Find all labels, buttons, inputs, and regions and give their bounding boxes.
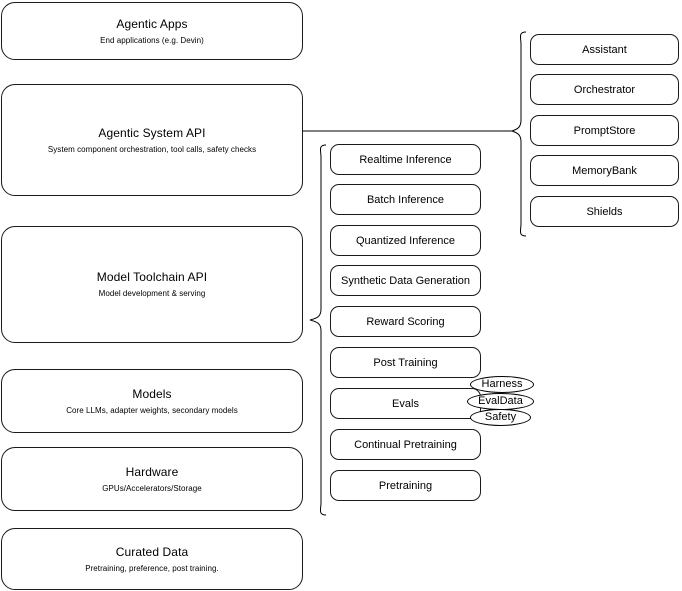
toolchain-component-post-training[interactable]: Post Training [330, 347, 481, 378]
layer-card-hardware[interactable]: Hardware GPUs/Accelerators/Storage [1, 447, 303, 511]
chip-label: Quantized Inference [355, 234, 456, 247]
toolchain-component-reward-scoring[interactable]: Reward Scoring [330, 306, 481, 337]
tag-label: Safety [484, 411, 517, 423]
system-component-memorybank[interactable]: MemoryBank [530, 155, 679, 186]
layer-subtitle: Model development & serving [98, 289, 206, 298]
chip-label: MemoryBank [572, 164, 637, 177]
layer-title: Curated Data [115, 544, 189, 559]
toolchain-component-quantized-inference[interactable]: Quantized Inference [330, 225, 481, 256]
layer-card-curated-data[interactable]: Curated Data Pretraining, preference, po… [1, 528, 303, 590]
toolchain-component-pretraining[interactable]: Pretraining [330, 470, 481, 501]
tag-label: EvalData [478, 395, 523, 407]
layer-title: Agentic System API [98, 125, 206, 140]
chip-label: Post Training [373, 356, 438, 369]
eval-tag-harness[interactable]: Harness [470, 376, 534, 393]
toolchain-brace [309, 144, 327, 516]
eval-tag-safety[interactable]: Safety [470, 409, 531, 426]
layer-title: Model Toolchain API [96, 270, 208, 284]
layer-card-model-toolchain-api[interactable]: Model Toolchain API Model development & … [1, 226, 303, 343]
layer-subtitle: System component orchestration, tool cal… [47, 144, 257, 154]
chip-label: Reward Scoring [366, 315, 445, 328]
layer-card-agentic-apps[interactable]: Agentic Apps End applications (e.g. Devi… [1, 2, 303, 60]
layer-card-agentic-system-api[interactable]: Agentic System API System component orch… [1, 84, 303, 196]
eval-tag-evaldata[interactable]: EvalData [467, 393, 534, 410]
chip-label: Orchestrator [573, 83, 636, 96]
system-component-orchestrator[interactable]: Orchestrator [530, 74, 679, 105]
toolchain-component-evals[interactable]: Evals [330, 388, 481, 419]
layer-title: Hardware [125, 464, 179, 479]
layer-subtitle: End applications (e.g. Devin) [100, 35, 204, 45]
chip-label: Batch Inference [366, 193, 445, 206]
chip-label: PromptStore [573, 124, 636, 137]
chip-label: Evals [392, 397, 419, 410]
chip-label: Realtime Inference [359, 153, 452, 166]
chip-label: Pretraining [378, 479, 433, 492]
toolchain-component-synthetic-data-generation[interactable]: Synthetic Data Generation [330, 265, 481, 296]
chip-label: Assistant [582, 43, 627, 56]
system-component-assistant[interactable]: Assistant [530, 34, 679, 65]
layer-title: Agentic Apps [116, 16, 188, 31]
system-component-shields[interactable]: Shields [530, 196, 679, 227]
layer-subtitle: GPUs/Accelerators/Storage [102, 483, 202, 493]
layer-title: Models [132, 386, 172, 401]
system-components-brace [510, 31, 527, 237]
toolchain-component-continual-pretraining[interactable]: Continual Pretraining [330, 429, 481, 460]
layer-subtitle: Core LLMs, adapter weights, secondary mo… [66, 405, 238, 415]
system-component-promptstore[interactable]: PromptStore [530, 115, 679, 146]
chip-label: Shields [586, 205, 623, 218]
toolchain-component-realtime-inference[interactable]: Realtime Inference [330, 144, 481, 175]
toolchain-component-batch-inference[interactable]: Batch Inference [330, 184, 481, 215]
tag-label: Harness [481, 378, 523, 390]
layer-card-models[interactable]: Models Core LLMs, adapter weights, secon… [1, 369, 303, 433]
layer-subtitle: Pretraining, preference, post training. [85, 563, 219, 573]
chip-label: Synthetic Data Generation [340, 274, 471, 287]
chip-label: Continual Pretraining [354, 438, 457, 451]
